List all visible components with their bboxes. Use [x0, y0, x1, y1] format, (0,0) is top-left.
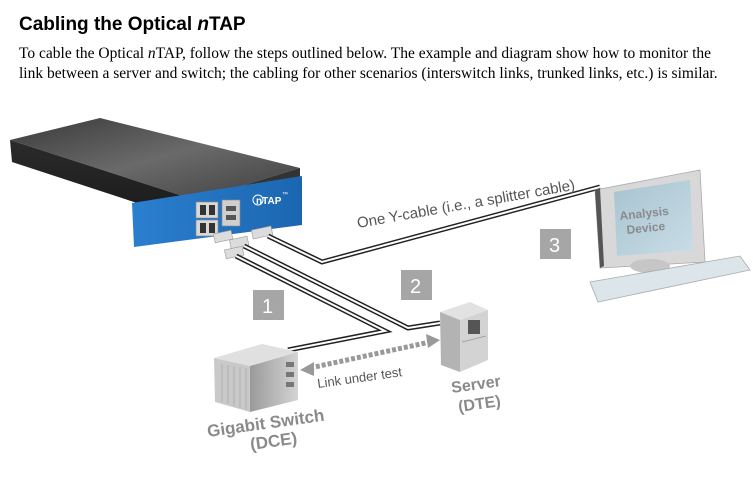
- keyboard: [589, 255, 751, 303]
- intro-paragraph: To cable the Optical nTAP, follow the st…: [19, 44, 734, 84]
- link-under-test-label: Link under test: [316, 364, 403, 391]
- gigabit-switch: [214, 344, 298, 412]
- title-italic: n: [197, 14, 210, 35]
- analysis-label-line1: Analysis: [619, 204, 670, 223]
- ntap-logo-tm: ™: [282, 191, 288, 198]
- intro-italic: n: [147, 45, 156, 62]
- server: [440, 302, 488, 372]
- ntap-device: nTAP ™: [10, 118, 302, 260]
- page-title: Cabling the Optical nTAP: [19, 14, 246, 36]
- cables: [234, 184, 601, 353]
- step-1: 1: [253, 290, 284, 320]
- step-1-number: 1: [262, 296, 273, 318]
- ntap-logo-text: nTAP: [256, 196, 282, 207]
- step-2-number: 2: [410, 276, 421, 298]
- ntap-logo: nTAP ™: [252, 191, 288, 207]
- intro-prefix: To cable the Optical: [19, 45, 148, 62]
- fiber-connectors: [213, 225, 274, 260]
- step-3: 3: [540, 229, 571, 259]
- title-suffix: TAP: [209, 14, 246, 35]
- step-3-number: 3: [549, 235, 560, 257]
- step-2: 2: [401, 270, 432, 300]
- title-prefix: Cabling the Optical: [19, 14, 198, 35]
- link-under-test-arrow: [300, 334, 440, 376]
- analysis-label-line2: Device: [626, 219, 666, 237]
- monitor-screen: [614, 180, 693, 256]
- server-label-line2: (DTE): [457, 393, 502, 416]
- analysis-device: Analysis Device: [589, 169, 751, 303]
- server-label-line1: Server: [450, 373, 502, 397]
- chassis-top: [10, 118, 300, 200]
- port-block: [195, 199, 241, 237]
- intro-suffix: TAP, follow the steps outlined below. Th…: [19, 45, 718, 82]
